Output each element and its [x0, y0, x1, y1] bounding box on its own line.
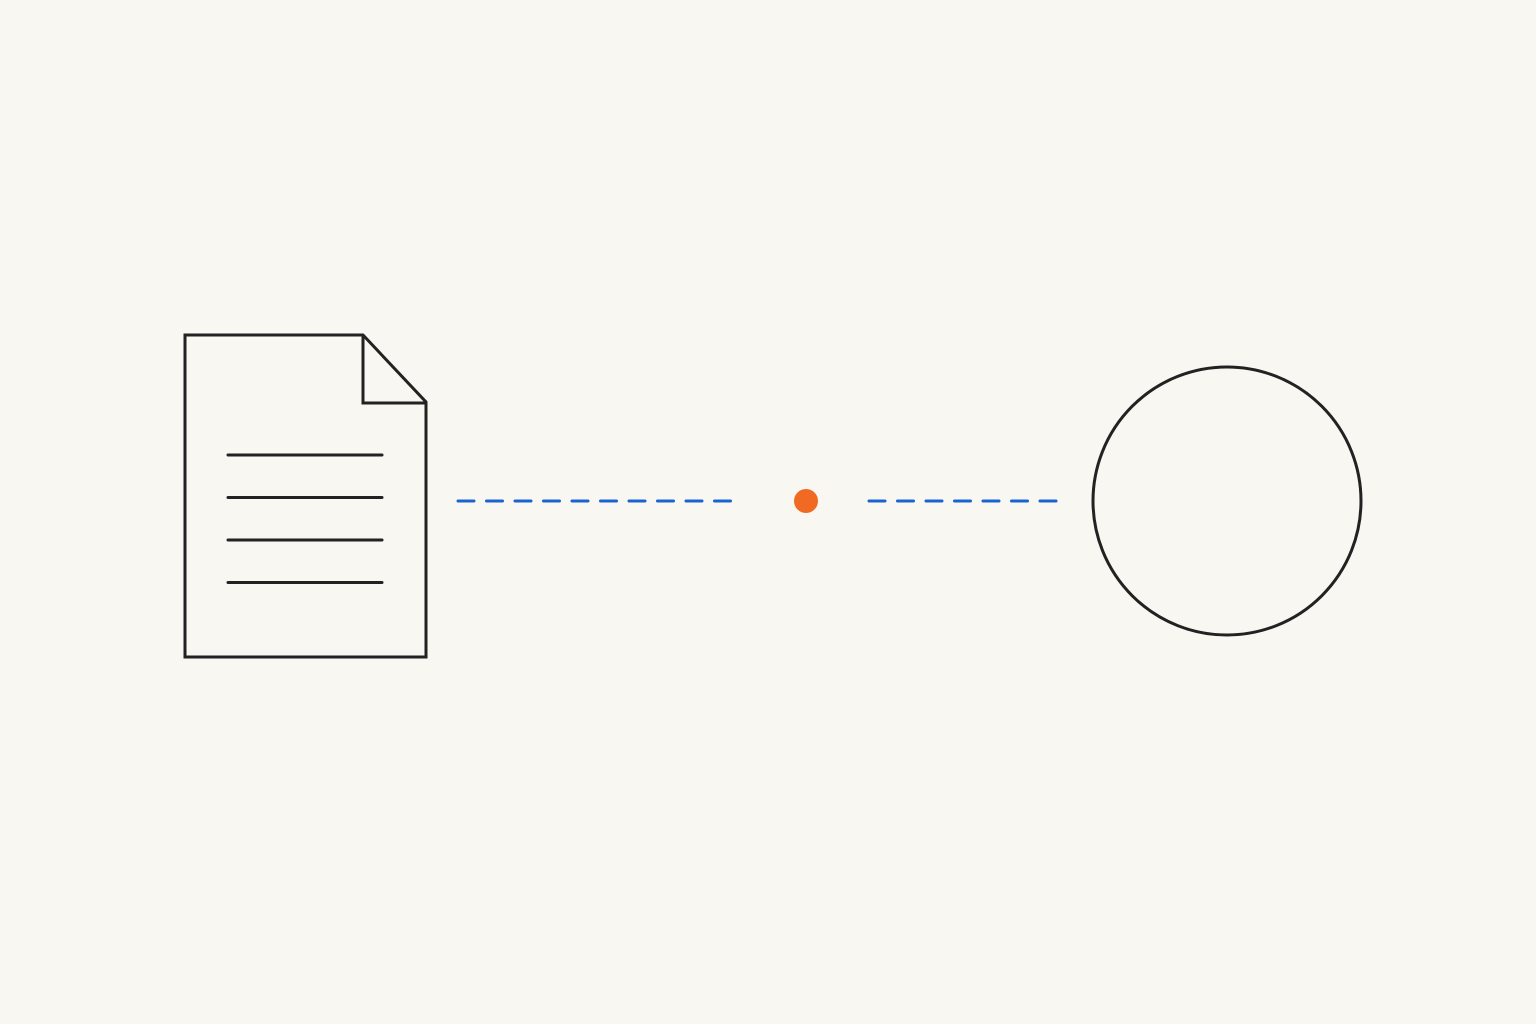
circle-node [1091, 365, 1363, 637]
document-icon [183, 333, 428, 659]
document-fold [361, 335, 426, 405]
document-text-lines [226, 453, 384, 584]
center-dot [794, 489, 818, 513]
document-outline [183, 333, 428, 659]
